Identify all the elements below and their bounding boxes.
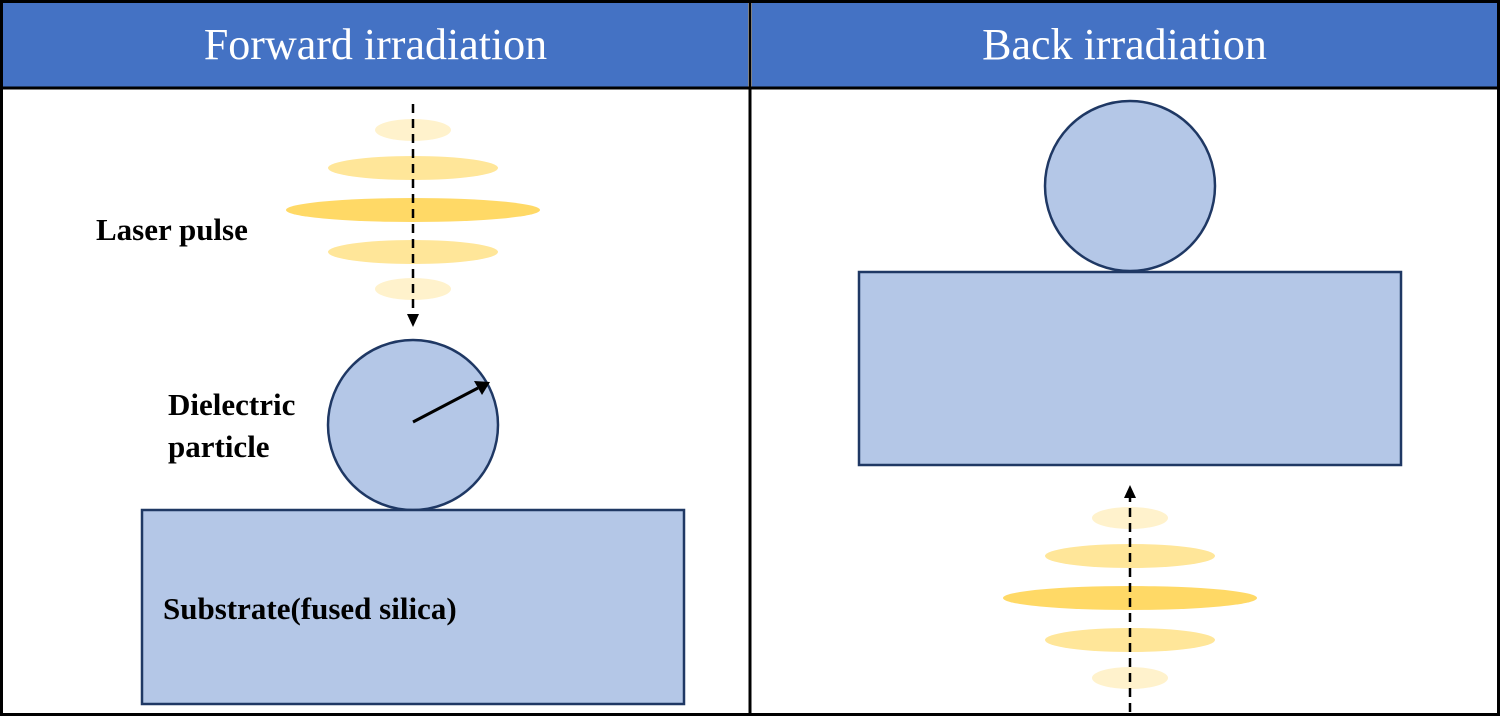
forward-header-bar (3, 3, 748, 87)
dielectric-particle-label-line1: Dielectric (168, 387, 296, 422)
back-panel-title: Back irradiation (982, 19, 1267, 69)
back-dielectric-particle (1043, 99, 1217, 273)
radius-arrow (412, 386, 479, 424)
forward-arrowhead (407, 314, 419, 327)
pulse-band (375, 119, 451, 141)
laser-pulse-label: Laser pulse (96, 212, 248, 247)
back-substrate (857, 270, 1403, 467)
back-arrowhead (1124, 485, 1136, 498)
back-header-bar (752, 3, 1497, 87)
radius-arrowhead (474, 381, 490, 395)
forward-panel-title: Forward irradiation (203, 19, 548, 69)
substrate-label: Substrate(fused silica) (163, 591, 457, 626)
pulse-band (1045, 628, 1215, 652)
forward-dielectric-particle (326, 338, 500, 512)
forward-laser-pulse (286, 119, 540, 300)
dielectric-particle-label-line2: particle (168, 429, 270, 464)
forward-substrate (140, 508, 686, 706)
pulse-band (1092, 507, 1168, 529)
pulse-band (328, 240, 498, 264)
